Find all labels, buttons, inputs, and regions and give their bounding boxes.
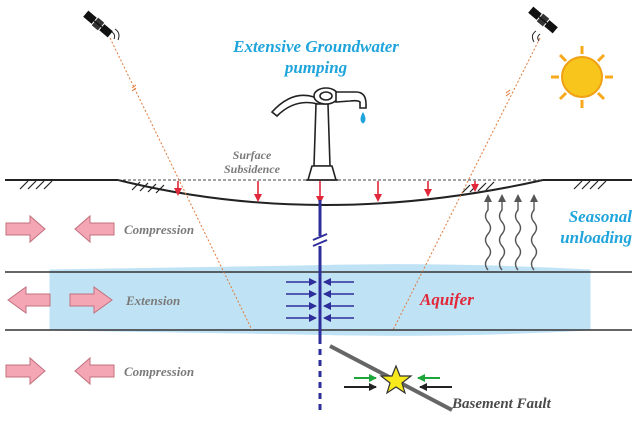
title-line-1: Extensive Groundwater — [233, 37, 399, 56]
title-line-2: pumping — [284, 58, 348, 77]
fault-slip-arrows — [344, 374, 452, 391]
satellite-left-icon — [83, 10, 120, 41]
basement-fault-label: Basement Fault — [452, 396, 551, 412]
subsidence-arrows — [174, 181, 479, 204]
compression-bottom-label: Compression — [124, 364, 195, 379]
satellite-right-icon — [528, 6, 558, 43]
surface-subsidence-label: Surface Subsidence — [223, 148, 280, 176]
diagram-title: Extensive Groundwater pumping — [216, 36, 416, 78]
compression-bottom-arrows — [5, 356, 115, 386]
compression-top-label: Compression — [124, 222, 195, 237]
water-drop-icon — [360, 111, 366, 124]
sun-icon — [551, 46, 613, 108]
ground-surface — [5, 179, 632, 206]
seasonal-unloading-arrows — [484, 194, 538, 271]
aquifer-compression-arrows — [286, 278, 354, 322]
satellite-rays — [109, 37, 541, 331]
extension-arrows — [7, 286, 113, 314]
extension-label: Extension — [126, 293, 181, 308]
hand-pump-icon — [270, 87, 367, 181]
earthquake-star-icon — [379, 364, 413, 395]
seasonal-unloading-label: Seasonal unloading — [560, 207, 632, 247]
compression-top-arrows — [5, 214, 115, 244]
aquifer-label: Aquifer — [420, 290, 474, 309]
